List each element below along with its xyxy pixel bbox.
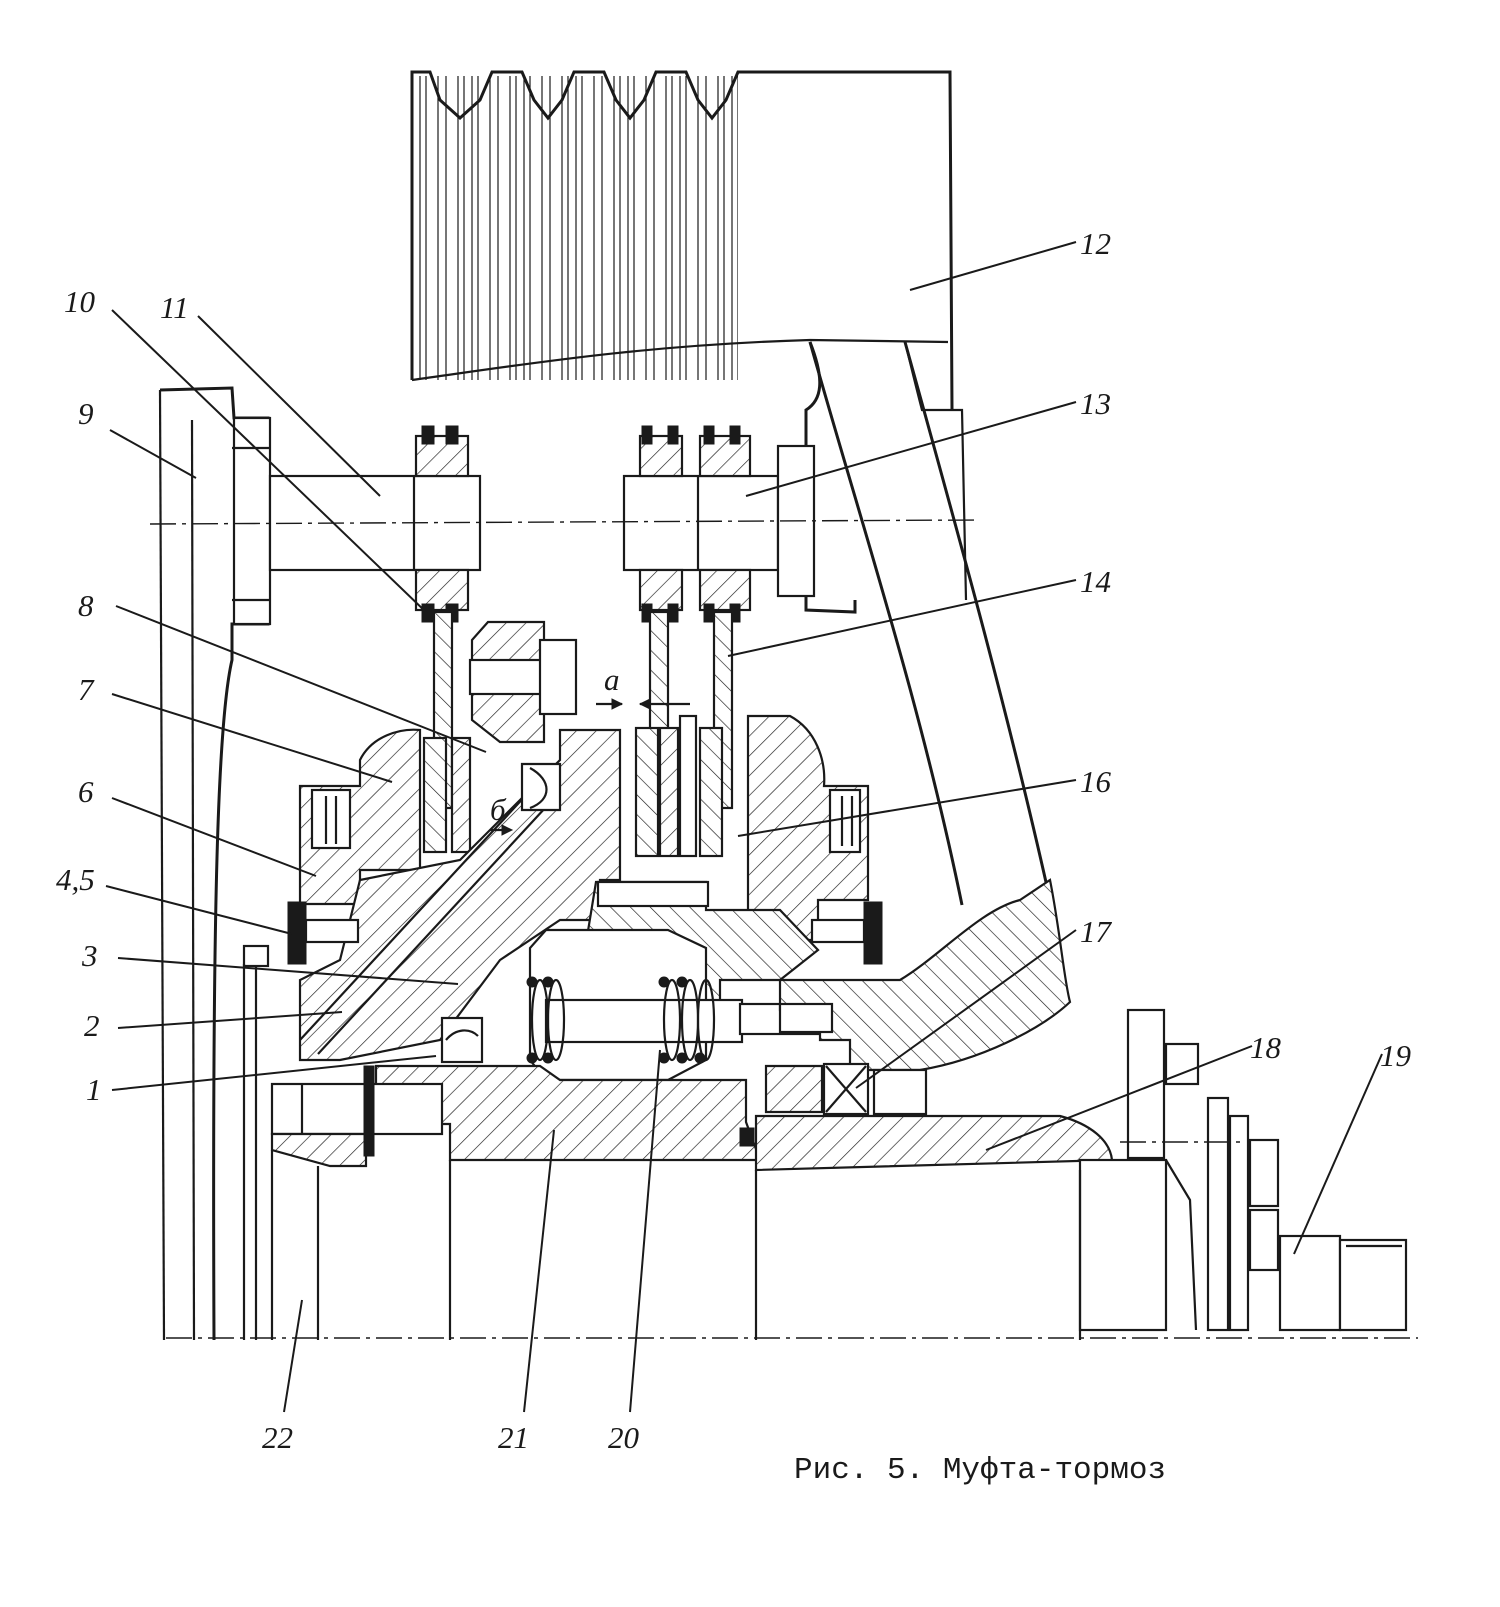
callout-3: 3 [81, 938, 98, 973]
callout-10: 10 [64, 284, 96, 319]
callout-20: 20 [608, 1420, 640, 1455]
seal-1 [440, 1016, 484, 1064]
figure-caption: Рис. 5. Муфта-тормоз [794, 1453, 1166, 1488]
sleeve-21 [270, 1064, 762, 1168]
gap-b-label: б [490, 792, 507, 827]
gap-markers [490, 698, 690, 836]
bushings [414, 425, 752, 623]
callout-11: 11 [160, 290, 189, 325]
axis-lines [149, 519, 1418, 1339]
callout-4-5: 4,5 [56, 862, 95, 897]
callout-18: 18 [1250, 1030, 1282, 1065]
bolts-4-5 [242, 901, 883, 968]
callout-6: 6 [78, 774, 94, 809]
frame-9 [158, 386, 272, 1341]
motor-19 [1078, 1008, 1408, 1332]
callout-14: 14 [1080, 564, 1111, 599]
brake-17-18 [754, 878, 1114, 1172]
gap-a-label: a [604, 662, 620, 697]
callout-16: 16 [1080, 764, 1112, 799]
callout-22: 22 [262, 1420, 293, 1455]
callout-7: 7 [78, 672, 95, 707]
callout-12: 12 [1080, 226, 1111, 261]
callout-8: 8 [78, 588, 94, 623]
callout-1: 1 [86, 1072, 102, 1107]
callout-2: 2 [84, 1008, 100, 1043]
spring-coils-right [658, 976, 716, 1064]
callout-13: 13 [1080, 386, 1111, 421]
callout-17: 17 [1080, 914, 1113, 949]
shaft-22 [242, 964, 1082, 1340]
leader-lines [105, 241, 1383, 1413]
pulley-12 [410, 70, 1052, 906]
callout-19: 19 [1380, 1038, 1411, 1073]
spring-coils-left [526, 976, 566, 1064]
callout-21: 21 [498, 1420, 529, 1455]
callout-9: 9 [78, 396, 94, 431]
